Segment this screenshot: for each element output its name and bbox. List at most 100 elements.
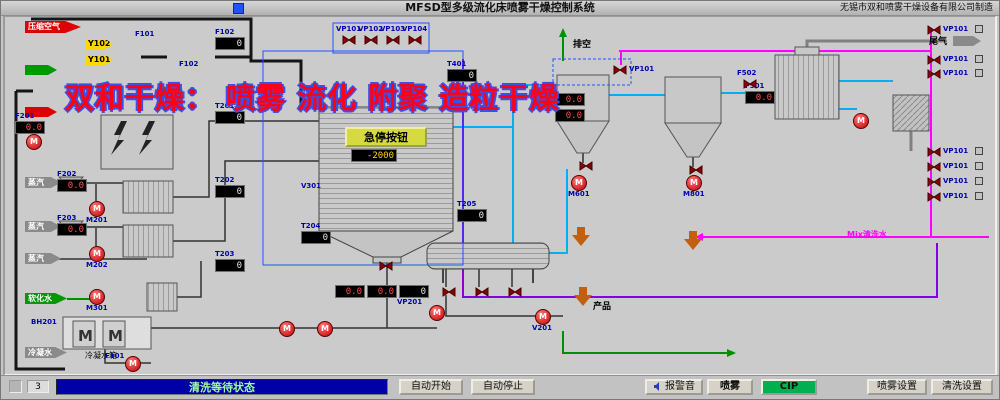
display-value: 0 xyxy=(447,69,477,82)
display-value: 0.0 xyxy=(555,109,585,122)
valve-icon[interactable] xyxy=(442,287,456,297)
valve-icon[interactable] xyxy=(689,165,703,175)
valve-actuator-icon[interactable] xyxy=(975,147,983,155)
valve-icon-VP104[interactable] xyxy=(408,35,422,45)
valve-tag: VP104 xyxy=(402,25,428,33)
valve-icon-VP101[interactable] xyxy=(927,177,941,187)
label-VP201: VP201 xyxy=(397,298,423,306)
pump-icon-V201[interactable]: M xyxy=(535,309,551,325)
button-自动开始[interactable]: 自动开始 xyxy=(399,379,463,395)
valve-icon-VP101[interactable] xyxy=(927,55,941,65)
pump-icon-M301[interactable]: M xyxy=(89,289,105,305)
pump-icon[interactable]: M xyxy=(317,321,333,337)
valve-tag: VP101 xyxy=(943,55,969,63)
display-tag: F102 xyxy=(215,28,235,36)
valve-icon-VP101[interactable] xyxy=(927,69,941,79)
display-tag: T201 xyxy=(215,102,235,110)
display-value: -2000 xyxy=(351,149,397,162)
emergency-stop-button[interactable]: 急停按钮 xyxy=(345,127,427,147)
flow-arrow xyxy=(25,65,57,75)
page-title: MFSD型多级流化床喷雾干燥控制系统 xyxy=(405,1,595,14)
valve-icon-VP102[interactable] xyxy=(364,35,378,45)
pump-tag: V201 xyxy=(532,324,553,332)
pump-icon[interactable]: M xyxy=(537,89,553,105)
pump-tag: M201 xyxy=(86,216,108,224)
display-value: 0 xyxy=(301,231,331,244)
label-V301: V301 xyxy=(301,182,322,190)
flow-arrow-软化水: 软化水 xyxy=(25,293,67,304)
valve-icon-VP101[interactable] xyxy=(927,147,941,157)
display-value: 0 xyxy=(399,285,429,298)
pump-icon-M801[interactable]: M xyxy=(686,175,702,191)
display-tag: F203 xyxy=(57,214,77,222)
valve-actuator-icon[interactable] xyxy=(975,25,983,33)
status-message: 清洗等待状态 xyxy=(56,379,388,395)
button-清洗设置[interactable]: 清洗设置 xyxy=(931,379,993,395)
valve-icon-VP101[interactable] xyxy=(613,65,627,75)
button-CIP[interactable]: CIP xyxy=(761,379,817,395)
label-产品: 产品 xyxy=(593,302,612,312)
label-F102: F102 xyxy=(179,60,199,68)
valve-actuator-icon[interactable] xyxy=(975,55,983,63)
flow-arrow-蒸汽: 蒸汽 xyxy=(25,177,61,188)
valve-icon[interactable] xyxy=(508,287,522,297)
valve-actuator-icon[interactable] xyxy=(975,192,983,200)
valve-actuator-icon[interactable] xyxy=(975,69,983,77)
button-报警音[interactable]: 报警音 xyxy=(645,379,703,395)
valve-tag: VP103 xyxy=(380,25,406,33)
flow-arrow-蒸汽: 蒸汽 xyxy=(25,221,61,232)
pump-icon[interactable]: M xyxy=(125,356,141,372)
display-value: 0.0 xyxy=(57,223,87,236)
flow-arrow-蒸汽: 蒸汽 xyxy=(25,253,61,264)
display-value: 0.0 xyxy=(335,285,365,298)
valve-icon-VP101[interactable] xyxy=(927,25,941,35)
pump-icon[interactable]: M xyxy=(429,305,445,321)
pump-icon[interactable]: M xyxy=(853,113,869,129)
pump-icon[interactable]: M xyxy=(279,321,295,337)
button-label: 喷雾 xyxy=(720,381,740,392)
valve-icon-VP101[interactable] xyxy=(927,162,941,172)
display-tag: T401 xyxy=(447,60,467,68)
pump-icon-M601[interactable]: M xyxy=(571,175,587,191)
pump-tag: M601 xyxy=(568,190,590,198)
display-value: 0.0 xyxy=(367,285,397,298)
button-自动停止[interactable]: 自动停止 xyxy=(471,379,535,395)
valve-icon-VP101[interactable] xyxy=(927,192,941,202)
valve-actuator-icon[interactable] xyxy=(975,162,983,170)
valve-actuator-icon[interactable] xyxy=(975,177,983,185)
display-value: 0.0 xyxy=(367,285,397,298)
pump-icon-M201[interactable]: M xyxy=(89,201,105,217)
valve-icon-F502[interactable] xyxy=(743,79,757,89)
flow-arrow xyxy=(25,107,57,117)
display-value: 0 xyxy=(399,285,429,298)
cip-supply-pipes xyxy=(619,29,989,238)
valve-icon[interactable] xyxy=(379,261,393,271)
valve-icon[interactable] xyxy=(475,287,489,297)
display-value: -2000 xyxy=(351,149,397,162)
display-tag: T205 xyxy=(457,200,477,208)
valve-icon-VP103[interactable] xyxy=(386,35,400,45)
valve-tag: VP101 xyxy=(943,147,969,155)
button-喷雾[interactable]: 喷雾 xyxy=(707,379,753,395)
valve-icon-VP101[interactable] xyxy=(342,35,356,45)
pump-icon-M202[interactable]: M xyxy=(89,246,105,262)
valve-icon[interactable] xyxy=(579,161,593,171)
valve-tag: VP101 xyxy=(943,177,969,185)
button-喷雾设置[interactable]: 喷雾设置 xyxy=(867,379,927,395)
display-tag: T203 xyxy=(215,250,235,258)
valve-tag: VP101 xyxy=(943,192,969,200)
label-冷凝水箱: 冷凝水箱 xyxy=(85,351,117,360)
vessels xyxy=(57,46,930,350)
display-tag: T204 xyxy=(301,222,321,230)
status-icon xyxy=(9,380,22,393)
pump-icon[interactable]: M xyxy=(26,134,42,150)
display-value: 0.0 xyxy=(555,109,585,122)
